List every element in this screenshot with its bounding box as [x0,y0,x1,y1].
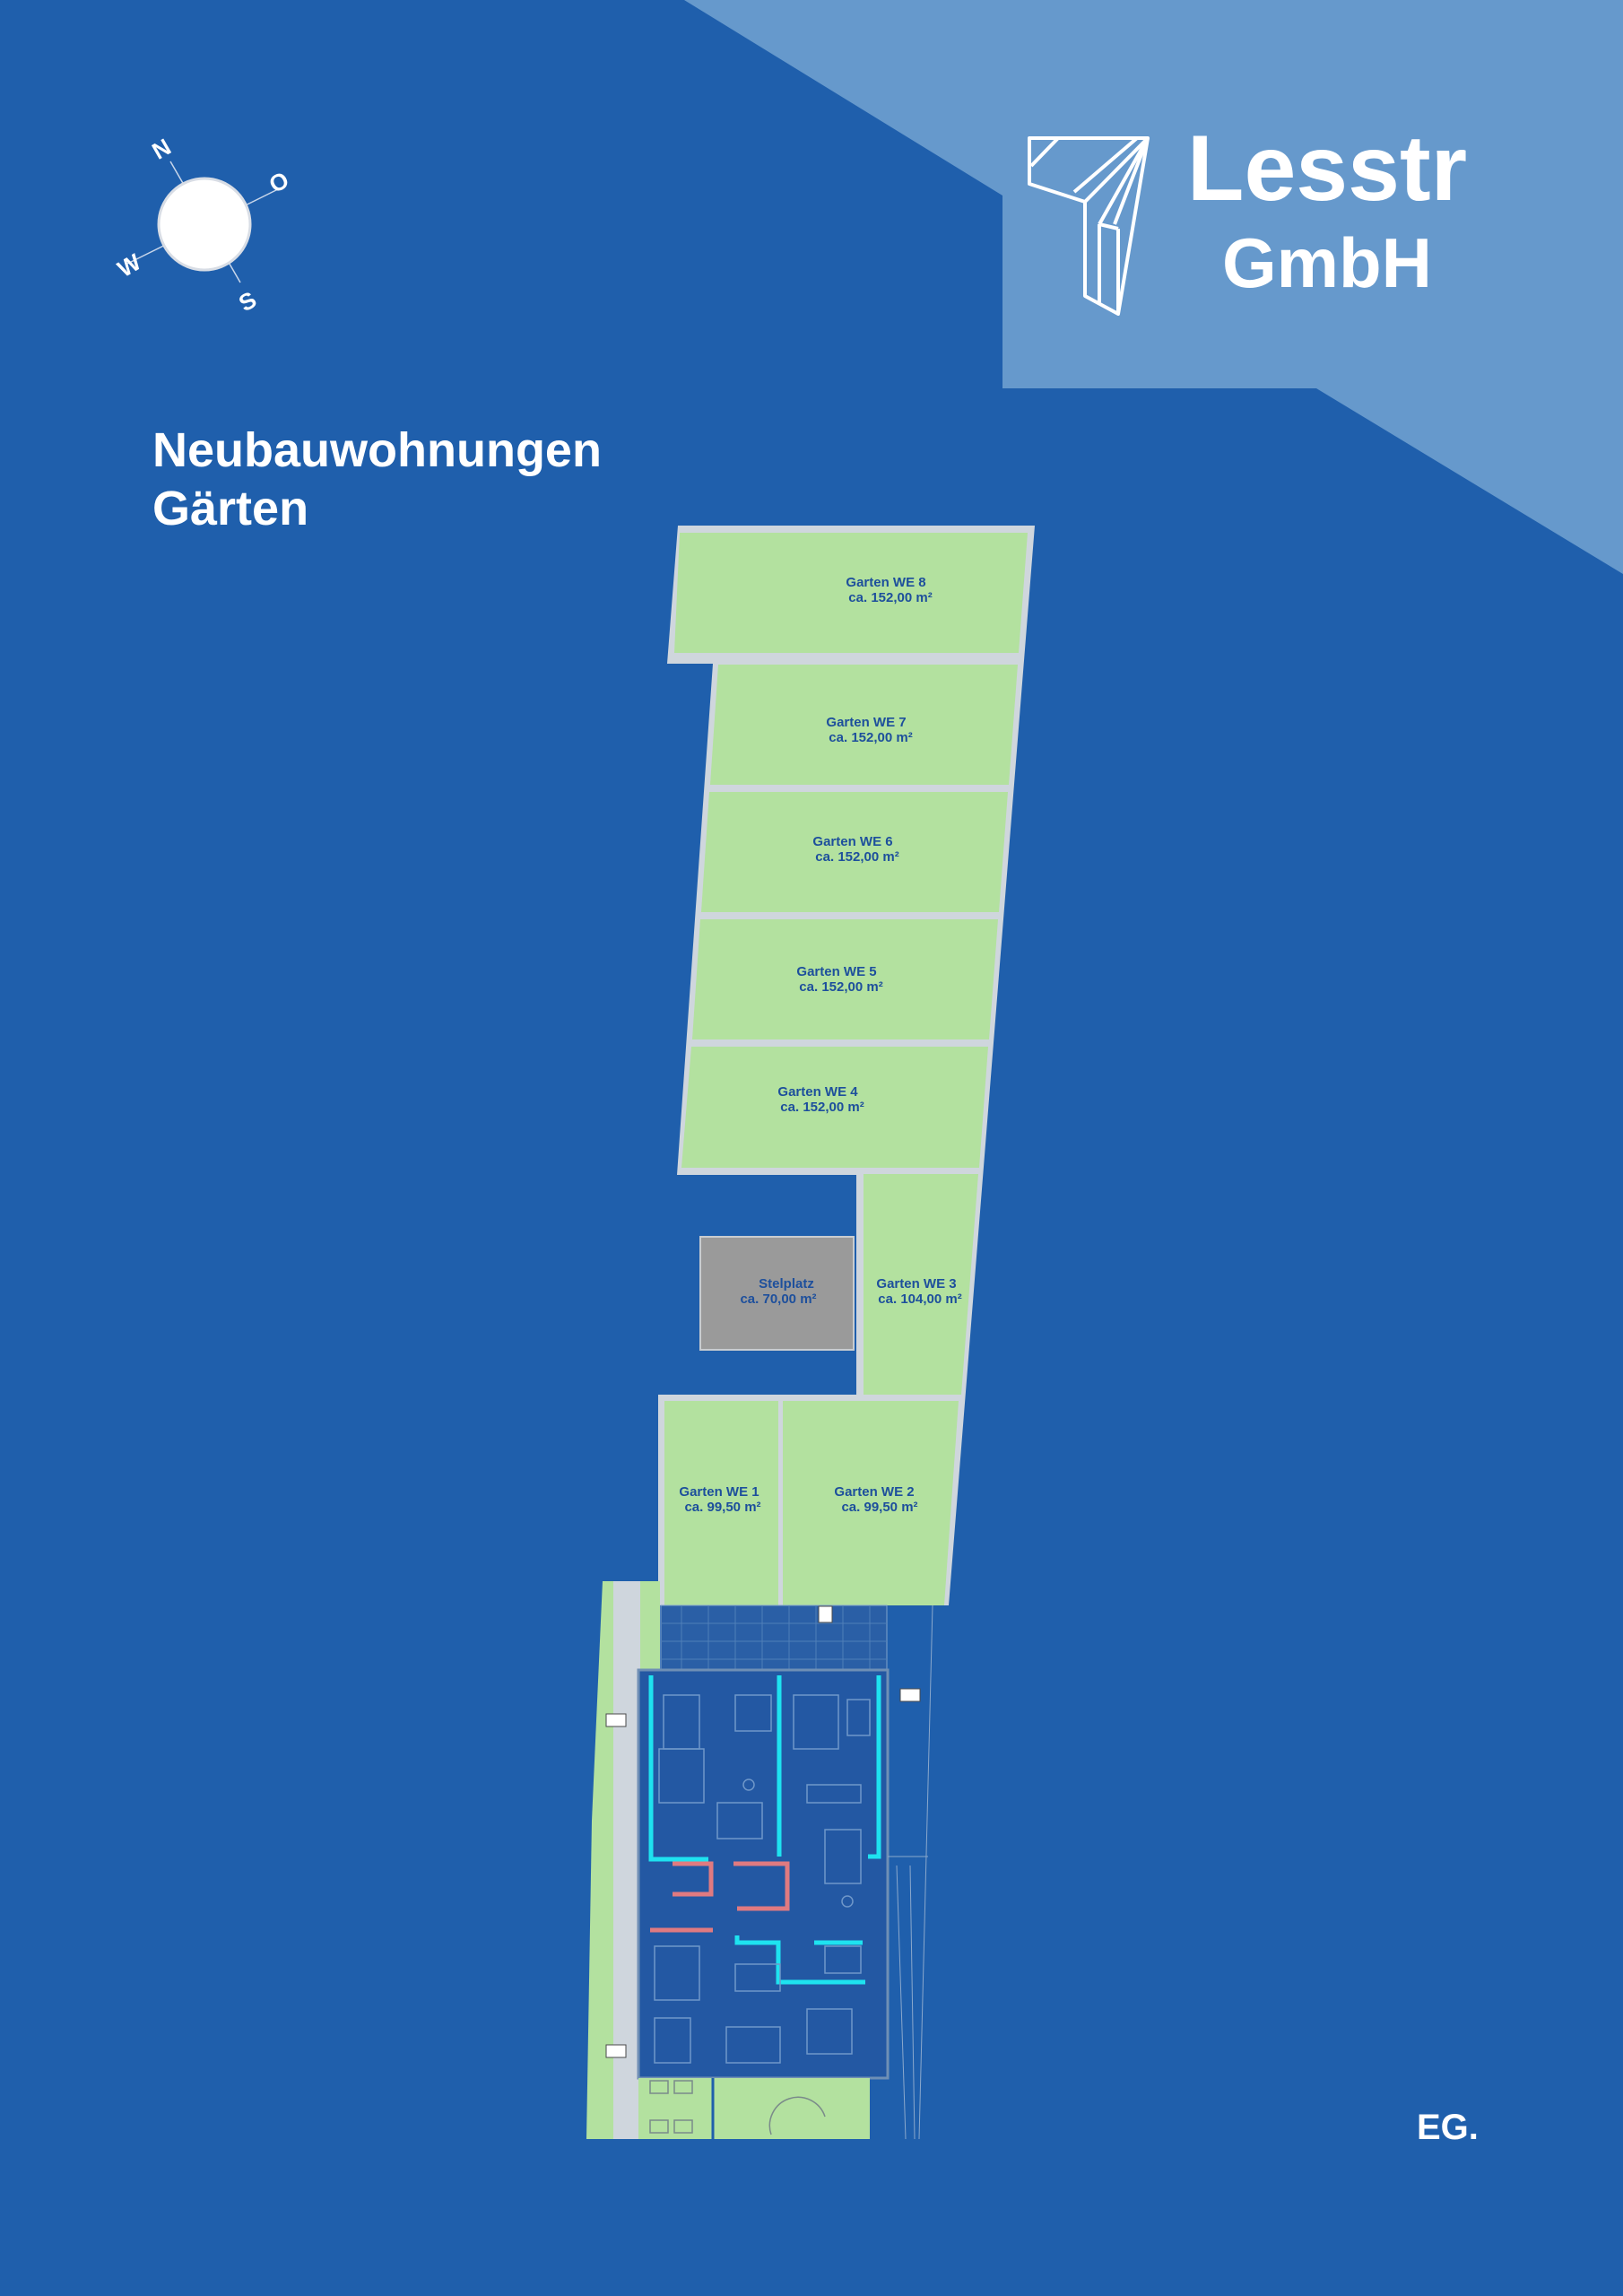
plot-area: ca. 152,00 m² [848,590,932,605]
plot-area: ca. 99,50 m² [684,1500,760,1515]
compass-north-label: N [147,133,175,164]
plot-area: ca. 152,00 m² [799,979,882,995]
plot-area: ca. 152,00 m² [829,730,912,745]
plot-name: Garten WE 2 [834,1484,914,1500]
garden-we-3: Garten WE 3 ca. 104,00 m² [864,1174,978,1395]
page-title-line2: Gärten [152,482,308,535]
plot-area: ca. 99,50 m² [841,1500,917,1515]
garden-we-5: Garten WE 5 ca. 152,00 m² [692,919,998,1039]
plot-area: ca. 70,00 m² [740,1292,816,1307]
parking-space: Stelplatz ca. 70,00 m² [699,1236,855,1351]
floor-label: EG. [1417,2108,1479,2147]
garden-we-2: Garten WE 2 ca. 99,50 m² [783,1401,959,1605]
plot-name: Garten WE 4 [777,1084,858,1100]
compass: N O S W [113,133,293,317]
plot-name: Garten WE 1 [679,1484,759,1500]
compass-dial-icon [157,177,252,272]
brand-suffix: GmbH [1222,223,1432,302]
plot-name: Stelplatz [759,1276,814,1292]
plot-area: ca. 152,00 m² [780,1100,864,1115]
plot-name: Garten WE 7 [826,715,906,730]
garden-we-8: Garten WE 8 ca. 152,00 m² [674,533,1028,653]
plot-area: ca. 104,00 m² [878,1292,961,1307]
plot-name: Garten WE 8 [846,575,925,590]
garden-we-1: Garten WE 1 ca. 99,50 m² [664,1401,778,1605]
plot-name: Garten WE 3 [876,1276,956,1292]
plot-name: Garten WE 5 [796,964,876,979]
brand-name: Lesstr [1187,117,1467,221]
garden-we-7: Garten WE 7 ca. 152,00 m² [710,665,1018,785]
company-logo-icon [1028,136,1150,316]
plot-name: Garten WE 6 [812,834,892,849]
garden-we-6: Garten WE 6 ca. 152,00 m² [701,792,1008,912]
building-floor-plan [586,1581,933,2140]
compass-west-label: W [113,248,146,283]
brand-panel [684,0,1623,574]
garden-we-4: Garten WE 4 ca. 152,00 m² [681,1047,988,1168]
page-title-line1: Neubauwohnungen [152,423,602,477]
plot-area: ca. 152,00 m² [815,849,898,865]
compass-south-label: S [234,286,261,317]
